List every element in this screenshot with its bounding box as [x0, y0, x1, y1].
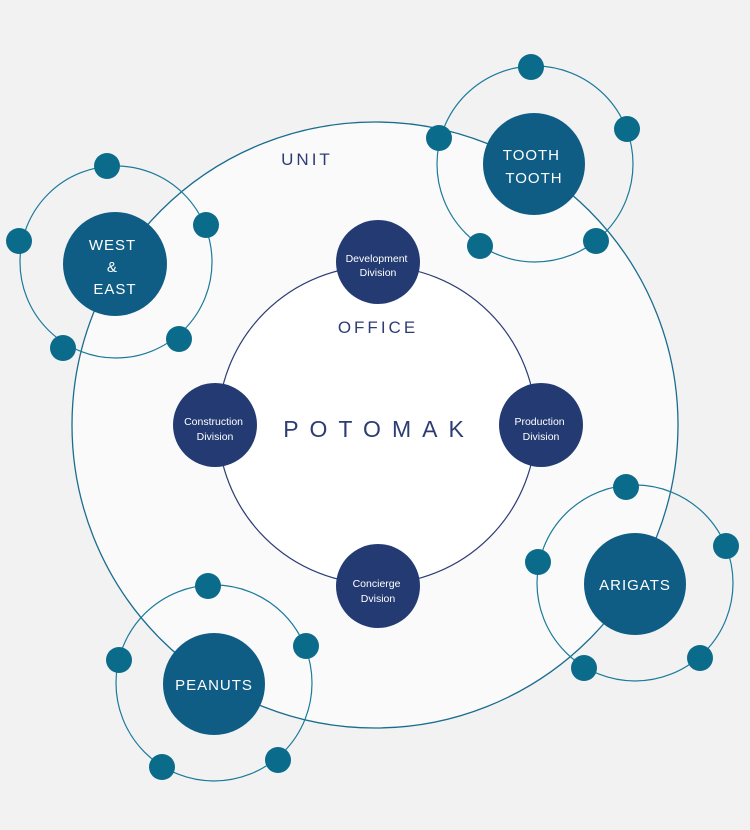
company-tooth-tooth[interactable]: TOOTH TOOTH: [426, 54, 640, 263]
division-node: [336, 220, 420, 304]
satellite-dot: [6, 228, 32, 254]
company-node: [163, 633, 265, 735]
division-node: [173, 383, 257, 467]
satellite-dot: [293, 633, 319, 659]
satellite-dot: [614, 116, 640, 142]
division-node: [499, 383, 583, 467]
satellite-dot: [149, 754, 175, 780]
svg-text:Concierge Dvision: Concierge Dvision: [353, 578, 404, 605]
division-label-line: Development: [346, 253, 408, 265]
satellite-dot: [713, 533, 739, 559]
division-label-line: Concierge: [353, 578, 401, 590]
company-label-line: TOOTH: [503, 147, 560, 164]
svg-text:Construction Division: Construction Division: [184, 416, 246, 443]
company-node: [483, 113, 585, 215]
svg-text:PEANUTS: PEANUTS: [175, 677, 253, 694]
company-label-line: &: [107, 259, 118, 276]
satellite-dot: [426, 125, 452, 151]
satellite-dot: [195, 573, 221, 599]
company-label-line: PEANUTS: [175, 677, 253, 694]
company-label-line: ARIGATS: [599, 577, 671, 594]
company-label-line: WEST: [89, 237, 136, 254]
division-label-line: Division: [523, 431, 560, 443]
satellite-dot: [571, 655, 597, 681]
division-development[interactable]: Development Division: [336, 220, 420, 304]
satellite-dot: [166, 326, 192, 352]
division-concierge[interactable]: Concierge Dvision: [336, 544, 420, 628]
satellite-dot: [687, 645, 713, 671]
company-node: [584, 533, 686, 635]
satellite-dot: [613, 474, 639, 500]
svg-text:ARIGATS: ARIGATS: [599, 577, 671, 594]
satellite-dot: [94, 153, 120, 179]
svg-text:Production Division: Production Division: [514, 416, 567, 443]
svg-text:TOOTH TOOTH: TOOTH TOOTH: [503, 147, 565, 187]
satellite-dot: [50, 335, 76, 361]
satellite-dot: [106, 647, 132, 673]
company-peanuts[interactable]: PEANUTS: [106, 573, 319, 782]
company-west-east[interactable]: WEST & EAST: [6, 153, 219, 361]
division-label-line: Division: [360, 267, 397, 279]
division-label-line: Division: [197, 431, 234, 443]
division-label-line: Production: [514, 416, 564, 428]
satellite-dot: [583, 228, 609, 254]
satellite-dot: [193, 212, 219, 238]
satellite-dot: [518, 54, 544, 80]
center-label: POTOMAK: [283, 416, 475, 442]
satellite-dot: [467, 233, 493, 259]
company-label-line: TOOTH: [505, 170, 562, 187]
division-node: [336, 544, 420, 628]
office-label: OFFICE: [338, 318, 418, 337]
company-label-line: EAST: [93, 281, 136, 298]
svg-text:WEST & EAST: WEST & EAST: [89, 237, 141, 298]
division-construction[interactable]: Construction Division: [173, 383, 257, 467]
svg-text:Development Division: Development Division: [346, 253, 411, 279]
satellite-dot: [265, 747, 291, 773]
division-production[interactable]: Production Division: [499, 383, 583, 467]
company-node: [63, 212, 167, 316]
company-arigats[interactable]: ARIGATS: [525, 474, 739, 682]
division-label-line: Construction: [184, 416, 243, 428]
unit-label: UNIT: [281, 150, 333, 169]
division-label-line: Dvision: [361, 593, 396, 605]
satellite-dot: [525, 549, 551, 575]
